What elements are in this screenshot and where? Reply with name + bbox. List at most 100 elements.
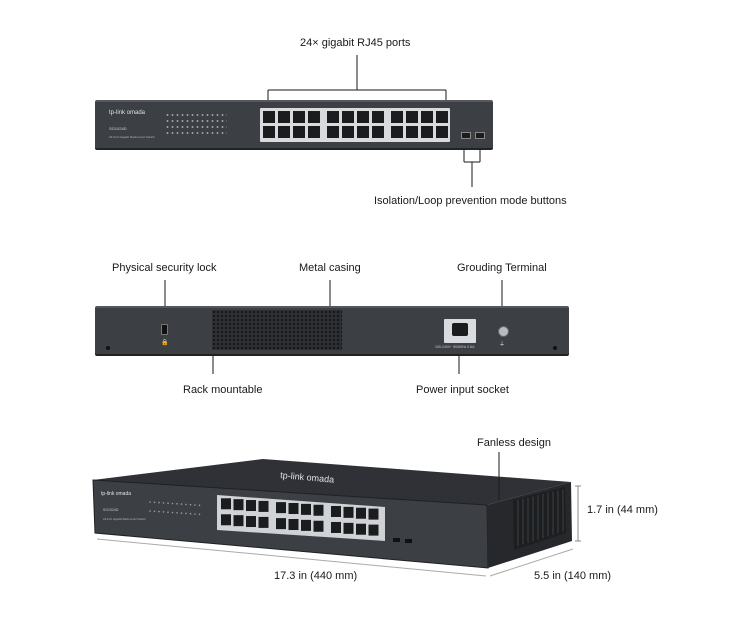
rj45-port[interactable] (331, 521, 341, 533)
rj45-port[interactable] (368, 508, 379, 520)
front-switch-panel: tp-link omada SG1024D 24-Port Gigabit Ra… (95, 100, 493, 150)
led-panel (165, 112, 227, 138)
fanless-callout-label: Fanless design (477, 437, 551, 449)
power-rating-text: 100-240V~ 50/60Hz 0.6A (435, 345, 475, 349)
screw-left (106, 346, 110, 350)
rj45-port[interactable] (391, 126, 403, 138)
rj45-port[interactable] (406, 126, 418, 138)
brand-text: tp-link omada (109, 110, 146, 116)
rj45-port[interactable] (327, 126, 339, 138)
vent-grille (212, 310, 342, 350)
top-logo-text: tp-link omada (280, 470, 335, 485)
led-indicator (198, 513, 201, 516)
led-indicator (162, 511, 165, 513)
led-indicator (171, 511, 174, 514)
rj45-port[interactable] (221, 514, 231, 526)
rj45-port[interactable] (258, 500, 269, 512)
mode-button-1[interactable] (461, 132, 471, 139)
port-block (260, 108, 450, 142)
rj45-port[interactable] (221, 498, 231, 510)
rj45-port[interactable] (301, 519, 311, 531)
casing-callout-label: Metal casing (299, 262, 361, 274)
lock-icon: 🔒 (161, 340, 169, 346)
rj45-port[interactable] (368, 524, 379, 536)
rj45-port[interactable] (372, 111, 384, 123)
rj45-port[interactable] (421, 126, 433, 138)
front-brand-logo: tp-link omada (109, 110, 145, 116)
persp-subtitle-text: 24-Port Gigabit Rackmount Switch (103, 517, 146, 521)
rj45-port[interactable] (258, 516, 269, 528)
rj45-port[interactable] (372, 126, 384, 138)
ground-callout-label: Grouding Terminal (457, 262, 547, 274)
rj45-port[interactable] (436, 111, 448, 123)
rj45-port[interactable] (313, 520, 324, 532)
rj45-port[interactable] (342, 111, 354, 123)
led-indicator (185, 503, 187, 506)
persp-model-text: SG1024D (103, 508, 119, 512)
rj45-port[interactable] (233, 515, 244, 527)
lock-callout-label: Physical security lock (112, 262, 217, 274)
front-logo-text: tp-link omada (101, 491, 131, 497)
front-subtitle-text: 24-Port Gigabit Rackmount Switch (109, 135, 155, 139)
power-socket[interactable] (452, 323, 468, 336)
rack-callout-label: Rack mountable (183, 384, 263, 396)
led-indicator (167, 511, 169, 513)
grounding-terminal (498, 326, 509, 337)
led-indicator (180, 512, 183, 514)
rj45-port[interactable] (263, 126, 275, 138)
rj45-port[interactable] (391, 111, 403, 123)
power-socket-frame (444, 319, 476, 343)
rj45-port[interactable] (436, 126, 448, 138)
rj45-port[interactable] (288, 503, 299, 515)
rj45-port[interactable] (343, 506, 354, 518)
led-indicator (149, 501, 151, 503)
rj45-port[interactable] (288, 519, 299, 531)
rj45-port[interactable] (246, 516, 256, 528)
rj45-port[interactable] (421, 111, 433, 123)
rj45-port[interactable] (233, 499, 244, 511)
led-indicator (153, 510, 156, 513)
led-indicator (176, 503, 178, 505)
rj45-port[interactable] (313, 504, 324, 516)
rj45-port[interactable] (263, 111, 275, 123)
rj45-port[interactable] (357, 126, 369, 138)
rj45-port[interactable] (246, 500, 256, 512)
buttons-callout-label: Isolation/Loop prevention mode buttons (374, 195, 567, 207)
led-indicator (194, 504, 196, 506)
rj45-port[interactable] (342, 126, 354, 138)
led-indicator (158, 510, 160, 513)
led-indicator (176, 512, 178, 514)
led-indicator (189, 503, 192, 506)
rear-switch-panel: 🔒 100-240V~ 50/60Hz 0.6A ⏚ (95, 306, 569, 356)
ground-icon: ⏚ (499, 342, 506, 348)
rj45-port[interactable] (331, 505, 341, 517)
rj45-port[interactable] (276, 502, 286, 514)
rj45-port[interactable] (293, 126, 305, 138)
width-dimension-label: 17.3 in (440 mm) (274, 570, 358, 582)
led-indicator (185, 512, 187, 515)
led-indicator (171, 502, 174, 505)
rj45-port[interactable] (357, 111, 369, 123)
rj45-port[interactable] (406, 111, 418, 123)
rj45-port[interactable] (327, 111, 339, 123)
rj45-port[interactable] (276, 518, 286, 530)
ports-callout-label: 24× gigabit RJ45 ports (300, 37, 411, 49)
rj45-port[interactable] (308, 111, 320, 123)
rj45-port[interactable] (293, 111, 305, 123)
rj45-port[interactable] (343, 522, 354, 534)
rj45-port[interactable] (356, 523, 366, 535)
front-model-text: SG1024D (109, 126, 127, 131)
rj45-port[interactable] (356, 507, 366, 519)
mode-button-2[interactable] (475, 132, 485, 139)
rj45-port[interactable] (278, 111, 290, 123)
security-lock-slot (161, 324, 168, 335)
led-indicator (180, 503, 183, 505)
screw-right (553, 346, 557, 350)
led-indicator (198, 504, 201, 507)
rj45-port[interactable] (308, 126, 320, 138)
rj45-port[interactable] (301, 503, 311, 515)
rj45-port[interactable] (278, 126, 290, 138)
led-indicator (167, 502, 169, 505)
front-ports-svg (263, 111, 448, 138)
